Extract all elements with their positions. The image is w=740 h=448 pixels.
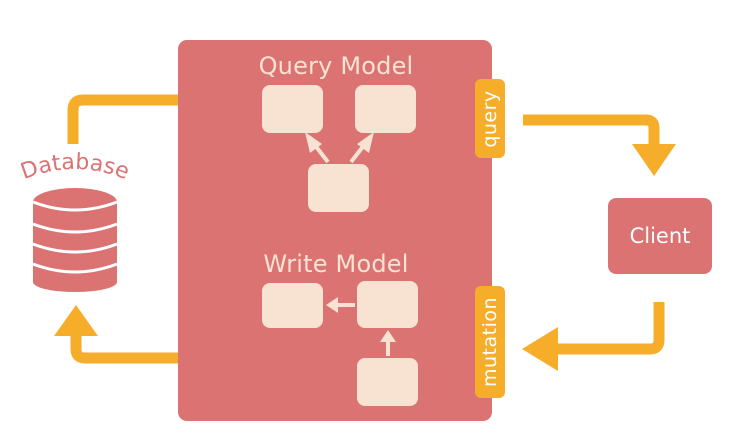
- client-node: Client: [608, 198, 712, 274]
- write-model-title: Write Model: [263, 250, 409, 278]
- client-label: Client: [629, 224, 691, 248]
- write-model-box-right: [357, 281, 418, 328]
- mutation-tag-label: mutation: [479, 296, 501, 388]
- write-model-box-left: [262, 283, 323, 328]
- model-panel: Query Model Write Model: [178, 40, 492, 421]
- arrow-query-to-client: [523, 114, 660, 146]
- arrow-write-model-to-database-head: [54, 305, 98, 336]
- query-tag: query: [475, 79, 505, 158]
- database-label: Database: [18, 150, 133, 185]
- query-model-box-left: [262, 85, 323, 133]
- mutation-tag: mutation: [475, 286, 505, 398]
- arrow-client-to-mutation: [558, 302, 665, 355]
- write-model-box-bottom: [357, 358, 418, 406]
- model-inner-arrows: [305, 132, 396, 356]
- arrow-database-to-query-model: [67, 94, 206, 144]
- query-tag-label: query: [479, 89, 501, 148]
- database-icon: [32, 188, 118, 292]
- query-model-box-right: [355, 85, 416, 133]
- database-label-arc: Database: [18, 150, 133, 185]
- arrow-client-to-mutation-head: [522, 327, 558, 371]
- arrow-write-model-to-database: [70, 336, 232, 364]
- query-model-box-bottom: [308, 164, 369, 212]
- svg-text:Database: Database: [18, 150, 133, 185]
- arrow-query-to-client-head: [632, 144, 676, 176]
- query-model-title: Query Model: [258, 52, 414, 80]
